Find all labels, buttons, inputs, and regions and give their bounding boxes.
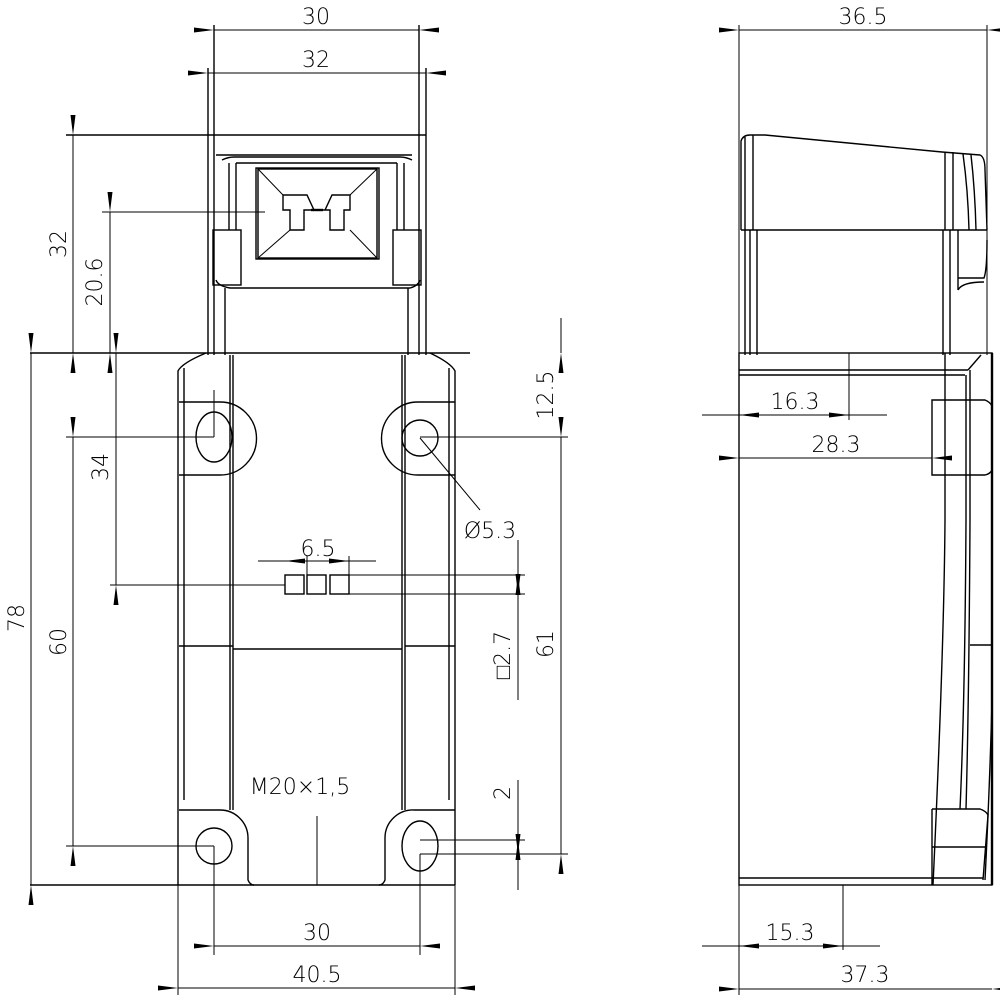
dim-20-6: 20.6 (83, 258, 108, 307)
dim-12-5: 12.5 (534, 371, 559, 420)
dim-6-5: 6.5 (301, 537, 336, 562)
side-dimension-lines (702, 27, 1000, 992)
dimension-lines (28, 27, 564, 991)
dim-16-3: 16.3 (771, 390, 820, 415)
dim-30-bottom: 30 (303, 921, 331, 946)
dim-37-3: 37.3 (841, 963, 890, 988)
contact-pins (284, 574, 350, 595)
dim-30-top: 30 (302, 5, 330, 30)
side-body (738, 352, 994, 886)
thread-label: M20×1,5 (250, 775, 350, 800)
dim-40-5: 40.5 (293, 963, 342, 988)
dimension-labels: 30 32 32 20.6 78 60 34 12.5 Ø5.3 6.5 □2.… (5, 5, 559, 988)
dim-square-2-7: □2.7 (491, 631, 516, 679)
dim-36-5: 36.5 (839, 5, 888, 30)
dim-32-head: 32 (47, 230, 72, 258)
dim-28-3: 28.3 (812, 433, 861, 458)
front-view: 30 32 32 20.6 78 60 34 12.5 Ø5.3 6.5 □2.… (5, 5, 568, 995)
actuator-head (66, 25, 427, 355)
dim-2: 2 (491, 786, 516, 800)
side-extension-lines (842, 353, 850, 950)
dim-32-top: 32 (302, 48, 330, 73)
side-dimension-labels: 36.5 16.3 28.3 15.3 37.3 (766, 5, 890, 988)
side-head (738, 25, 988, 995)
side-view: 36.5 16.3 28.3 15.3 37.3 (702, 5, 1000, 995)
dim-34: 34 (89, 453, 114, 481)
dim-78: 78 (5, 604, 30, 632)
actuator-slot (255, 167, 380, 260)
extension-lines (66, 211, 568, 995)
dim-61: 61 (534, 630, 559, 658)
switch-body (30, 352, 481, 886)
dim-15-3: 15.3 (766, 921, 815, 946)
dim-hole-diameter: Ø5.3 (464, 519, 516, 544)
dim-60: 60 (47, 628, 72, 656)
